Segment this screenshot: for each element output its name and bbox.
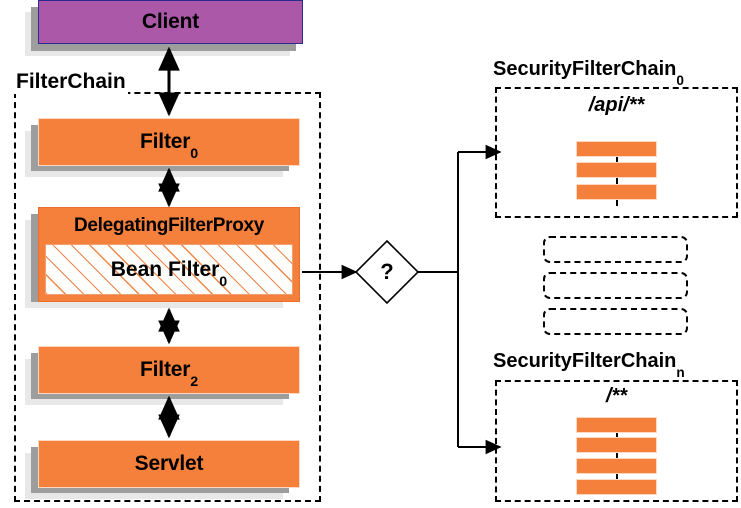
sfc0-filter-bar[interactable] (576, 184, 657, 200)
client-box[interactable]: Client (38, 0, 303, 44)
filterchain-caption: FilterChain (14, 70, 128, 94)
security-filter-chain-0-subscript: 0 (676, 73, 684, 88)
filter0-box[interactable]: Filter0 (38, 118, 300, 166)
sfc0-filter-bar[interactable] (576, 141, 657, 157)
sfcn-filter-bar[interactable] (576, 437, 657, 453)
client-label: Client (141, 10, 200, 33)
bean-filter-label: Bean Filter0 (110, 257, 228, 290)
filter2-label: Filter2 (140, 358, 198, 391)
security-filter-chain-n-path: /** (605, 385, 628, 407)
sfcn-filter-bar[interactable] (576, 479, 657, 495)
placeholder-slot (543, 308, 688, 335)
delegating-filter-proxy-box[interactable]: DelegatingFilterProxy Bean Filter0 (38, 207, 300, 302)
sfcn-connector (616, 424, 618, 487)
filter0-subscript: 0 (190, 146, 198, 163)
bean-filter-box[interactable]: Bean Filter0 (45, 244, 293, 295)
placeholder-slot (543, 272, 688, 299)
decision-label: ? (380, 259, 394, 284)
sfcn-filter-bar[interactable] (576, 458, 657, 474)
filter2-box[interactable]: Filter2 (38, 346, 300, 394)
sfcn-filter-bar[interactable] (576, 417, 657, 433)
filter2-subscript: 2 (190, 374, 198, 391)
sfc0-filter-bar[interactable] (576, 162, 657, 178)
servlet-box[interactable]: Servlet (38, 440, 300, 488)
placeholder-slot (543, 236, 688, 263)
bean-filter-subscript: 0 (219, 273, 228, 290)
security-filter-chain-n-subscript: n (676, 365, 685, 380)
delegating-filter-proxy-label: DelegatingFilterProxy (73, 215, 265, 236)
security-filter-chain-0-path: /api/** (588, 94, 645, 116)
servlet-label: Servlet (134, 452, 204, 475)
security-filter-chain-n-caption: SecurityFilterChainn (491, 350, 687, 380)
security-filter-chain-0-caption: SecurityFilterChain0 (491, 58, 686, 88)
filter0-label: Filter0 (140, 130, 198, 163)
